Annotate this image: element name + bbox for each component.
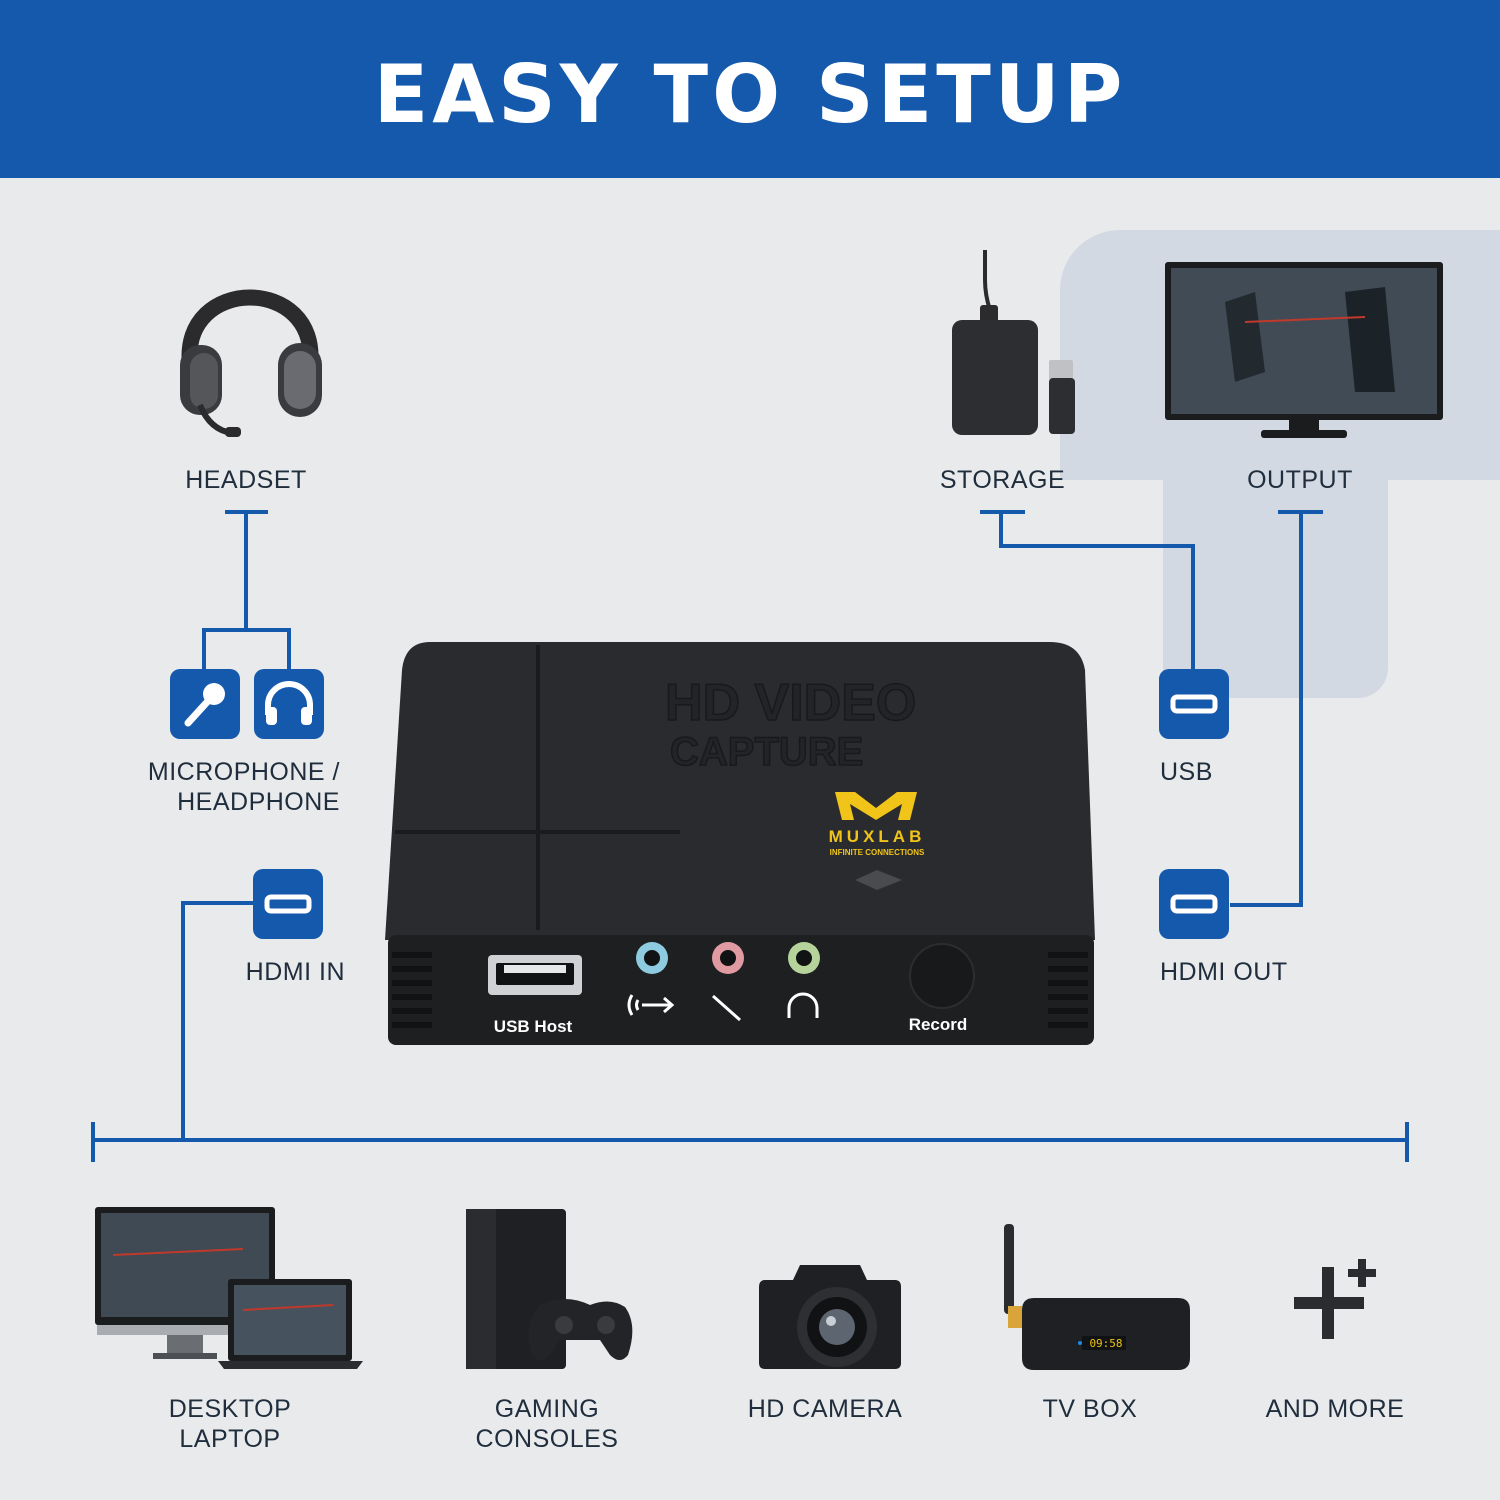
- source-label-hd-camera: HD CAMERA: [747, 1395, 903, 1423]
- usb-label: USB: [1160, 758, 1213, 786]
- source-label-desktop-laptop: DESKTOP LAPTOP: [168, 1395, 292, 1453]
- brand-name: MUXLAB: [829, 827, 926, 846]
- page-title: EASY TO SETUP: [373, 48, 1127, 141]
- microphone-icon: [712, 994, 741, 1022]
- record-label: Record: [909, 1015, 968, 1034]
- desktop-laptop-icon: [95, 1207, 363, 1369]
- hd-camera-icon: [759, 1265, 901, 1369]
- source-label-tv-box: TV BOX: [1042, 1395, 1138, 1423]
- source-label-and-more: AND MORE: [1265, 1395, 1405, 1423]
- embossed-text-line2: CAPTURE: [670, 730, 863, 774]
- muxlab-logo-icon: [835, 792, 917, 820]
- brand-tagline: INFINITE CONNECTIONS: [830, 848, 925, 857]
- output-label: OUTPUT: [1247, 466, 1353, 494]
- status-led: [855, 870, 902, 890]
- plus-icon: [1294, 1259, 1376, 1339]
- headset-label: HEADSET: [185, 466, 307, 494]
- tv-box-clock: 09:58: [1089, 1337, 1122, 1350]
- hd-video-capture-device: HD VIDEO CAPTURE MUXLAB INFINITE CONNECT…: [385, 642, 1095, 1045]
- headphone-icon: [787, 992, 819, 1018]
- monitor-output-icon: [1165, 262, 1443, 438]
- hdmi-out-port-icon: [1159, 869, 1229, 939]
- usb-host-label: USB Host: [494, 1017, 573, 1036]
- storage-drive-icon: [952, 250, 1075, 435]
- gaming-console-icon: [466, 1209, 633, 1369]
- record-button: [909, 943, 975, 1009]
- header-banner: [0, 0, 1500, 178]
- microphone-port-icon: [170, 669, 240, 739]
- tv-box-icon: 09:58: [1004, 1224, 1190, 1370]
- headphone-port-icon: [254, 669, 324, 739]
- embossed-text-line1: HD VIDEO: [665, 674, 916, 732]
- microphone-headphone-label: MICROPHONE / HEADPHONE: [147, 758, 340, 816]
- usb-port-icon: [1159, 669, 1229, 739]
- hdmi-in-port-icon: [253, 869, 323, 939]
- hdmi-in-label: HDMI IN: [245, 958, 345, 986]
- headset-icon: [180, 289, 322, 437]
- hdmi-out-label: HDMI OUT: [1160, 958, 1288, 986]
- source-label-gaming-consoles: GAMING CONSOLES: [475, 1395, 619, 1453]
- storage-label: STORAGE: [939, 466, 1066, 494]
- line-in-icon: [627, 994, 675, 1016]
